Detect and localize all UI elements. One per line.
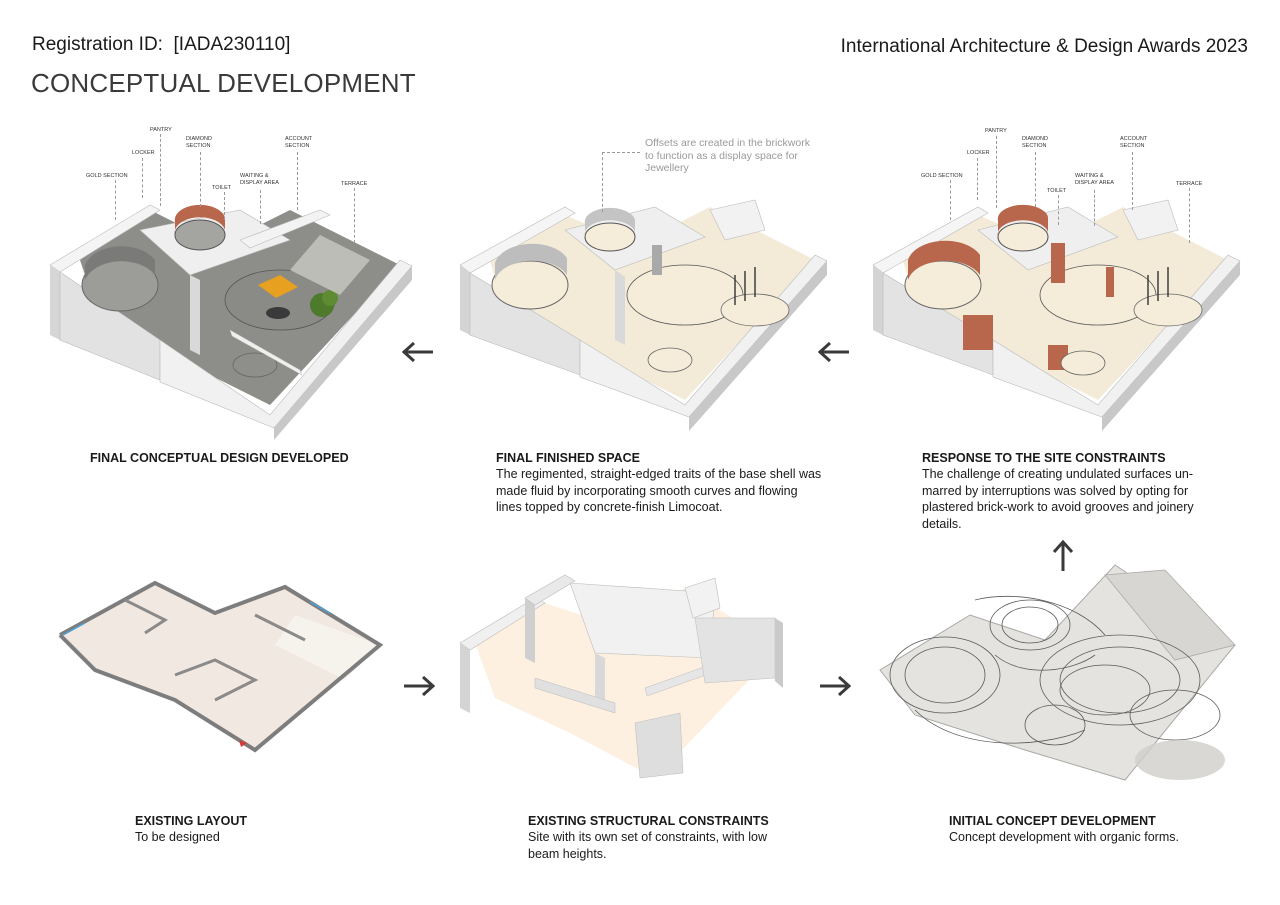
initial-concept-body: Concept development with organic forms.	[949, 830, 1179, 844]
arrow-right-icon	[820, 675, 852, 697]
finished-space-body: The regimented, straight-edged traits of…	[496, 467, 822, 514]
leader-line	[224, 192, 225, 220]
leader-line	[602, 152, 603, 212]
label-terrace: TERRACE	[1176, 181, 1203, 187]
leader-line	[354, 188, 355, 243]
existing-layout-drawing	[58, 580, 384, 753]
initial-concept-drawing	[879, 564, 1236, 781]
label-pantry: PANTRY	[150, 127, 172, 133]
structural-drawing	[459, 574, 783, 779]
arrow-left-icon	[401, 341, 433, 363]
finished-space-heading: FINAL FINISHED SPACE	[496, 451, 640, 465]
leader-line	[1094, 190, 1095, 226]
label-diamond-section: DIAMOND SECTION	[186, 136, 212, 149]
arrow-up-icon	[1052, 539, 1074, 571]
label-account-section: ACCOUNT SECTION	[285, 136, 313, 149]
leader-line	[142, 158, 143, 198]
label-toilet: TOILET	[212, 185, 232, 191]
leader-line	[1132, 152, 1133, 210]
site-response-heading: RESPONSE TO THE SITE CONSTRAINTS	[922, 451, 1166, 465]
initial-concept-heading: INITIAL CONCEPT DEVELOPMENT	[949, 814, 1156, 828]
leader-line	[297, 152, 298, 210]
structural-body: Site with its own set of constraints, wi…	[528, 830, 767, 861]
label-toilet: TOILET	[1047, 188, 1067, 194]
brickwork-note: Offsets are created in the brickwork to …	[645, 137, 810, 174]
leader-line	[996, 136, 997, 208]
site-response-drawing	[872, 199, 1241, 431]
page-title: CONCEPTUAL DEVELOPMENT	[31, 68, 416, 98]
label-gold-section: GOLD SECTION	[86, 173, 128, 179]
leader-line	[950, 180, 951, 220]
leader-line	[1058, 195, 1059, 225]
event-name: International Architecture & Design Awar…	[840, 36, 1248, 57]
leader-line	[1035, 152, 1036, 207]
existing-layout-body: To be designed	[135, 830, 220, 844]
leader-line	[602, 152, 640, 153]
registration-line: Registration ID: [IADA230110]	[32, 34, 290, 56]
final-design-drawing	[49, 204, 413, 440]
label-locker: LOCKER	[967, 150, 990, 156]
finished-space-drawing	[459, 199, 828, 431]
leader-line	[115, 180, 116, 220]
registration-id: [IADA230110]	[173, 34, 291, 55]
label-diamond-section: DIAMOND SECTION	[1022, 136, 1048, 149]
label-pantry: PANTRY	[985, 128, 1007, 134]
label-account-section: ACCOUNT SECTION	[1120, 136, 1148, 149]
arrow-right-icon	[404, 675, 436, 697]
registration-label: Registration ID:	[32, 34, 163, 55]
label-terrace: TERRACE	[341, 181, 368, 187]
label-waiting-display: WAITING & DISPLAY AREA	[1075, 173, 1114, 186]
label-gold-section: GOLD SECTION	[921, 173, 963, 179]
site-response-body: The challenge of creating undulated surf…	[922, 467, 1194, 531]
label-waiting-display: WAITING & DISPLAY AREA	[240, 173, 279, 186]
arrow-left-icon	[817, 341, 849, 363]
label-locker: LOCKER	[132, 150, 155, 156]
existing-layout-heading: EXISTING LAYOUT	[135, 814, 248, 828]
structural-heading: EXISTING STRUCTURAL CONSTRAINTS	[528, 814, 769, 828]
leader-line	[200, 152, 201, 207]
final-design-heading: FINAL CONCEPTUAL DESIGN DEVELOPED	[90, 451, 349, 465]
leader-line	[977, 158, 978, 200]
leader-line	[160, 134, 161, 206]
leader-line	[260, 190, 261, 224]
leader-line	[1189, 188, 1190, 243]
